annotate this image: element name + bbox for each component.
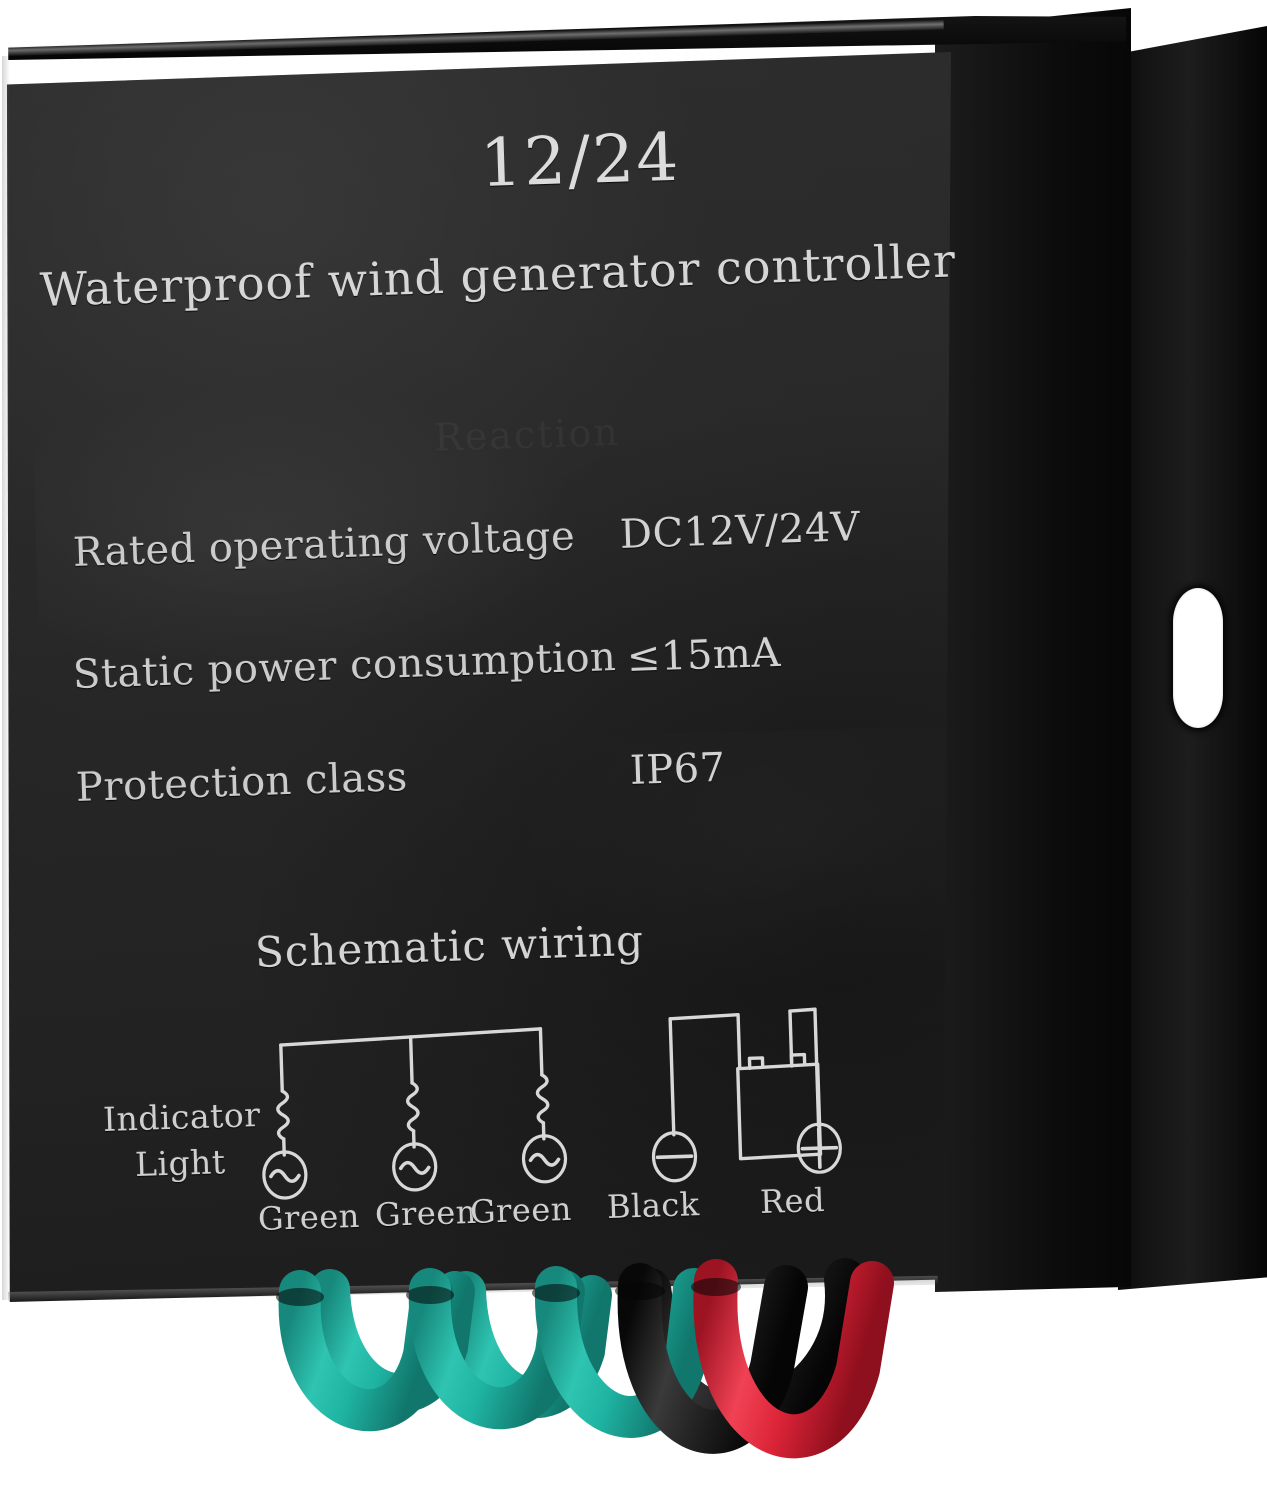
housing-front-face — [6, 52, 951, 1302]
red-wire — [693, 1259, 894, 1459]
spec-value-static-power: ≤15mA — [626, 629, 782, 681]
spec-value-rated-voltage: DC12V/24V — [619, 504, 861, 558]
spec-value-protection-class: IP67 — [629, 744, 727, 794]
wiring-schematic-diagram — [262, 1007, 842, 1200]
green-wire-1 — [278, 1270, 453, 1432]
housing-sidewall — [935, 8, 1131, 1292]
left-edge-highlight — [2, 55, 10, 1301]
indicator-light-label-line1: Indicator — [102, 1095, 262, 1139]
oval-mounting-slot — [1173, 588, 1223, 728]
indicator-light-label-line2: Light — [134, 1142, 227, 1184]
green-wire-2 — [408, 1268, 585, 1430]
model-heading: 12/24 — [478, 118, 682, 202]
wire-harness — [276, 1258, 894, 1459]
